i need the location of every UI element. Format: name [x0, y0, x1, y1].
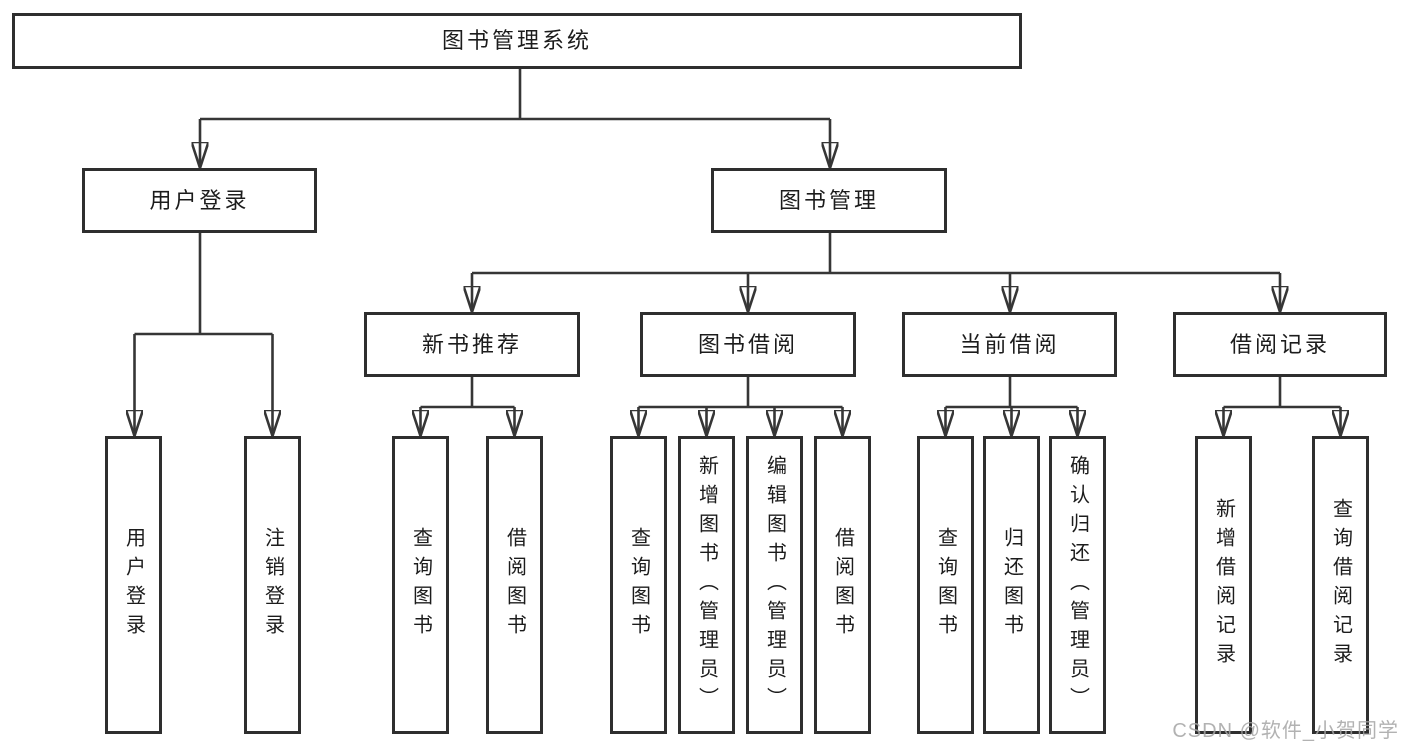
node-root: 图书管理系统 — [12, 13, 1022, 69]
node-new-book-recommendation-label: 新书推荐 — [421, 331, 522, 357]
node-borrow-books-borrow: 借阅图书 — [814, 436, 871, 734]
node-book-management-label: 图书管理 — [778, 187, 879, 213]
node-borrowing-records-label: 借阅记录 — [1229, 331, 1330, 357]
node-user-login-label: 用户登录 — [149, 187, 250, 213]
node-add-borrow-record: 新增借阅记录 — [1195, 436, 1252, 734]
node-return-books: 归还图书 — [983, 436, 1040, 734]
node-query-books-borrow: 查询图书 — [610, 436, 667, 734]
node-root-label: 图书管理系统 — [441, 28, 592, 53]
watermark: CSDN @软件_小贺同学 — [1172, 720, 1399, 742]
node-user-login-action: 用户登录 — [105, 436, 162, 734]
node-edit-books-admin: 编辑图书（管理员） — [746, 436, 803, 734]
node-add-books-admin-label: 新增图书（管理员） — [695, 454, 718, 716]
node-query-books-borrow-label: 查询图书 — [627, 527, 650, 643]
node-query-borrow-record-label: 查询借阅记录 — [1329, 498, 1352, 672]
node-borrow-books-recommend: 借阅图书 — [486, 436, 543, 734]
node-return-books-label: 归还图书 — [1000, 527, 1023, 643]
node-borrow-books-recommend-label: 借阅图书 — [503, 527, 526, 643]
node-add-borrow-record-label: 新增借阅记录 — [1212, 498, 1235, 672]
node-user-login-action-label: 用户登录 — [122, 527, 145, 643]
node-query-borrow-record: 查询借阅记录 — [1312, 436, 1369, 734]
node-borrow-books-borrow-label: 借阅图书 — [831, 527, 854, 643]
node-current-borrowing-label: 当前借阅 — [959, 331, 1060, 357]
node-logout-action: 注销登录 — [244, 436, 301, 734]
node-query-books-recommend-label: 查询图书 — [409, 527, 432, 643]
node-new-book-recommendation: 新书推荐 — [364, 312, 580, 377]
node-logout-action-label: 注销登录 — [261, 527, 284, 643]
node-confirm-return-admin: 确认归还（管理员） — [1049, 436, 1106, 734]
node-book-borrowing: 图书借阅 — [640, 312, 856, 377]
node-book-management: 图书管理 — [711, 168, 947, 233]
node-borrowing-records: 借阅记录 — [1173, 312, 1387, 377]
node-current-borrowing: 当前借阅 — [902, 312, 1117, 377]
node-user-login: 用户登录 — [82, 168, 317, 233]
node-confirm-return-admin-label: 确认归还（管理员） — [1066, 454, 1089, 716]
node-query-books-recommend: 查询图书 — [392, 436, 449, 734]
node-edit-books-admin-label: 编辑图书（管理员） — [763, 454, 786, 716]
node-add-books-admin: 新增图书（管理员） — [678, 436, 735, 734]
node-query-books-current-label: 查询图书 — [934, 527, 957, 643]
node-book-borrowing-label: 图书借阅 — [697, 331, 798, 357]
node-query-books-current: 查询图书 — [917, 436, 974, 734]
